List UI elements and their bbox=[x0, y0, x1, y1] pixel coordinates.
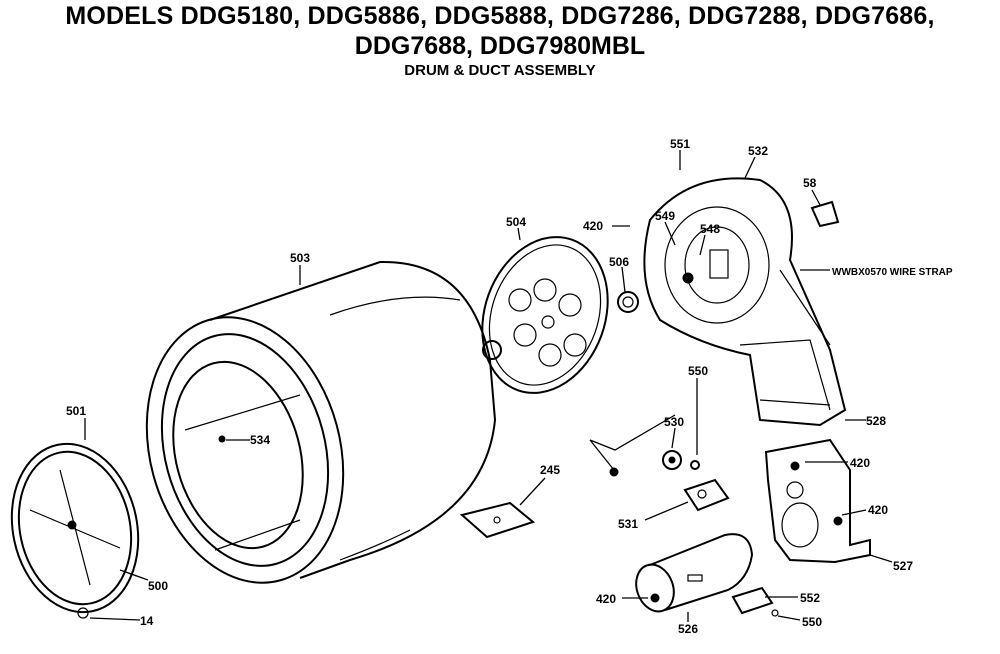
label-550-top: 550 bbox=[688, 364, 708, 378]
drum bbox=[145, 260, 497, 584]
label-552: 552 bbox=[800, 591, 820, 605]
label-531: 531 bbox=[618, 517, 638, 531]
blower-housing bbox=[643, 177, 847, 427]
models-title-continued: DDG7688, DDG7980MBL bbox=[354, 32, 646, 60]
burner-tube-526 bbox=[635, 533, 754, 613]
label-530: 530 bbox=[664, 415, 684, 429]
drum-rear-bulkhead bbox=[481, 236, 609, 394]
fuse-531 bbox=[683, 478, 730, 512]
wire-550 bbox=[589, 414, 676, 477]
label-527: 527 bbox=[893, 559, 913, 573]
label-528: 528 bbox=[866, 414, 886, 428]
label-503: 503 bbox=[290, 251, 310, 265]
label-58: 58 bbox=[803, 176, 817, 190]
label-549: 549 bbox=[655, 209, 675, 223]
label-548: 548 bbox=[700, 222, 720, 236]
clip-58 bbox=[810, 200, 840, 228]
label-551: 551 bbox=[670, 137, 690, 151]
label-526: 526 bbox=[678, 622, 698, 636]
models-title: MODELS DDG5180, DDG5886, DDG5888, DDG728… bbox=[65, 2, 935, 30]
leader-lines bbox=[84, 150, 893, 622]
label-506: 506 bbox=[609, 255, 629, 269]
switch-552 bbox=[731, 586, 779, 617]
baffle-245 bbox=[459, 501, 536, 539]
label-420-top: 420 bbox=[583, 219, 603, 233]
thermostat-530 bbox=[662, 450, 700, 470]
label-550-low: 550 bbox=[802, 615, 822, 629]
label-501: 501 bbox=[66, 404, 86, 418]
assembly-subtitle: DRUM & DUCT ASSEMBLY bbox=[404, 62, 596, 79]
label-wire-strap: WWBX0570 WIRE STRAP bbox=[832, 267, 953, 278]
label-534: 534 bbox=[250, 433, 270, 447]
label-500: 500 bbox=[148, 579, 168, 593]
label-420-mid: 420 bbox=[850, 456, 870, 470]
label-420-low: 420 bbox=[596, 592, 616, 606]
label-420-right: 420 bbox=[868, 503, 888, 517]
label-245: 245 bbox=[540, 463, 560, 477]
label-14: 14 bbox=[140, 614, 154, 628]
label-532: 532 bbox=[748, 144, 768, 158]
label-504: 504 bbox=[506, 215, 526, 229]
front-seal-ring bbox=[10, 442, 140, 614]
bearing-506 bbox=[617, 291, 639, 313]
clip-14 bbox=[77, 607, 89, 619]
